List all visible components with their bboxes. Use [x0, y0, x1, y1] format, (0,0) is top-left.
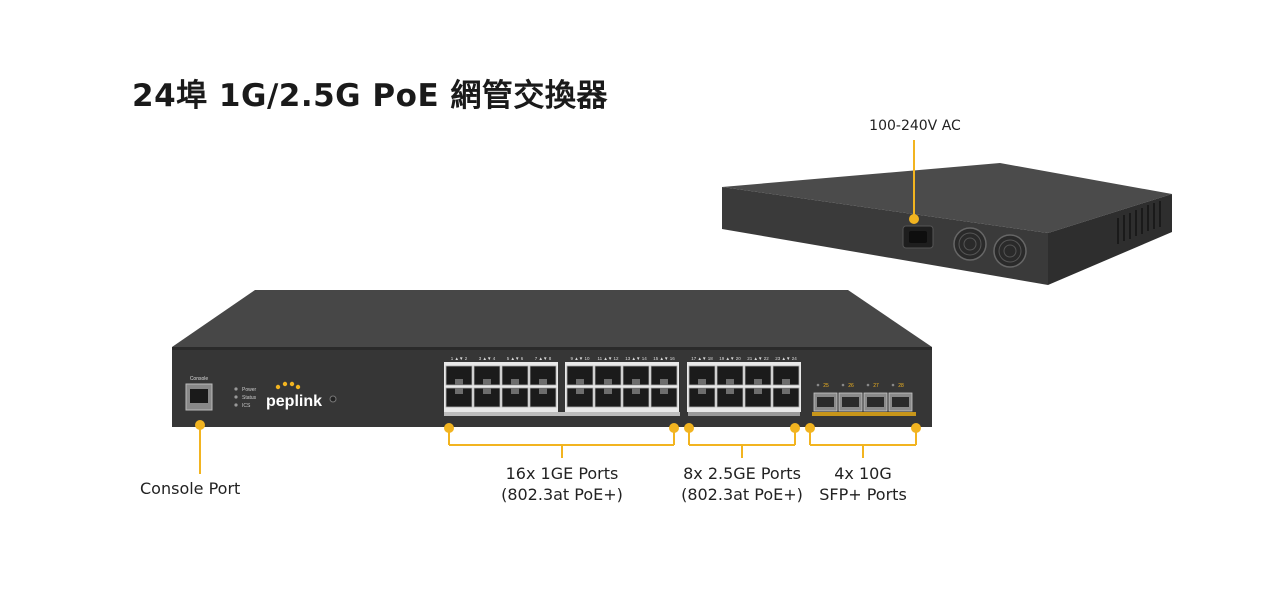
- sfp-number-label: 26: [848, 383, 854, 389]
- reset-button: [329, 395, 337, 403]
- sfp-led: [841, 383, 845, 387]
- status-leds: Power Status ICS: [234, 387, 257, 409]
- port-number-label: 9 ▲▼ 10: [571, 356, 590, 361]
- peplink-logo: peplink: [266, 381, 322, 410]
- sfp-slot: [842, 397, 859, 407]
- ge25-ports-label: 8x 2.5GE Ports (802.3at PoE+): [667, 463, 817, 505]
- rj45-port-tab: [726, 379, 734, 385]
- port-number-label: 13 ▲▼ 14: [625, 356, 647, 361]
- sfp-slot: [892, 397, 909, 407]
- port-strip: [444, 412, 680, 416]
- fan-icon: [993, 234, 1027, 268]
- console-port: [185, 383, 213, 411]
- rj45-port-array: 1 ▲▼ 2 3 ▲▼ 4 5 ▲▼ 6 7 ▲▼ 8 9 ▲▼ 10 11 ▲▼ 12 1…: [444, 356, 801, 412]
- fan-icon: [953, 227, 987, 261]
- sfp-ports-count: 4x 10G: [834, 464, 892, 483]
- sfp-slot: [817, 397, 834, 407]
- rj45-port-tab: [632, 379, 640, 385]
- port-number-label: 3 ▲▼ 4: [479, 356, 496, 361]
- rj45-port-tab: [576, 388, 584, 394]
- sfp-number-label: 28: [898, 383, 904, 389]
- rj45-port-tab: [726, 388, 734, 394]
- sfp-ports-label: 4x 10G SFP+ Ports: [808, 463, 918, 505]
- ge-ports-count: 16x 1GE Ports: [505, 464, 619, 483]
- port-number-label: 21 ▲▼ 22: [747, 356, 769, 361]
- rj45-port-tab: [455, 388, 463, 394]
- rj45-port-tab: [483, 388, 491, 394]
- port-number-label: 17 ▲▼ 18: [691, 356, 713, 361]
- port-number-label: 19 ▲▼ 20: [719, 356, 741, 361]
- led-label: ICS: [242, 403, 251, 409]
- rj45-port-tab: [698, 388, 706, 394]
- rj45-port-tab: [539, 388, 547, 394]
- sfp-led: [816, 383, 820, 387]
- rj45-port-tab: [660, 379, 668, 385]
- console-port-caption: Console: [190, 376, 209, 382]
- rj45-port-tab: [604, 379, 612, 385]
- sfp-number-label: 27: [873, 383, 879, 389]
- port-number-label: 15 ▲▼ 16: [653, 356, 675, 361]
- port-number-label: 1 ▲▼ 2: [451, 356, 468, 361]
- port-number-label: 11 ▲▼ 12: [597, 356, 619, 361]
- rj45-port-tab: [754, 379, 762, 385]
- port-number-label: 7 ▲▼ 8: [535, 356, 552, 361]
- sfp-ports-type: SFP+ Ports: [819, 485, 907, 504]
- brand-text: peplink: [266, 393, 322, 410]
- rj45-port-tab: [539, 379, 547, 385]
- rj45-port-tab: [511, 388, 519, 394]
- rj45-port-tab: [576, 379, 584, 385]
- led-label: Status: [242, 395, 257, 401]
- rj45-port-tab: [604, 388, 612, 394]
- rj45-port-tab: [754, 388, 762, 394]
- rj45-port-tab: [483, 379, 491, 385]
- rj45-port-tab: [782, 388, 790, 394]
- page-title: 24埠 1G/2.5G PoE 網管交換器: [132, 78, 608, 114]
- ge25-ports-poe: (802.3at PoE+): [681, 485, 803, 504]
- sfp-strip: [812, 412, 916, 416]
- ge-ports-poe: (802.3at PoE+): [501, 485, 623, 504]
- rj45-port-tab: [455, 379, 463, 385]
- sfp-led: [866, 383, 870, 387]
- sfp-slot: [867, 397, 884, 407]
- sfp-port-array: 25 26 27 28: [813, 383, 913, 412]
- console-port-label: Console Port: [140, 479, 241, 498]
- rj45-port-tab: [511, 379, 519, 385]
- sfp-led: [891, 383, 895, 387]
- ge25-ports-count: 8x 2.5GE Ports: [683, 464, 801, 483]
- port-number-label: 23 ▲▼ 24: [775, 356, 797, 361]
- power-socket: [902, 225, 934, 249]
- ge-ports-label: 16x 1GE Ports (802.3at PoE+): [482, 463, 642, 505]
- rj45-port-tab: [782, 379, 790, 385]
- sfp-number-label: 25: [823, 383, 829, 389]
- callout-lines: [195, 420, 921, 474]
- vent-grille: [1117, 201, 1161, 244]
- rj45-port-tab: [698, 379, 706, 385]
- power-input-label: 100-240V AC: [869, 118, 961, 134]
- rj45-port-tab: [660, 388, 668, 394]
- rj45-port-tab: [632, 388, 640, 394]
- port-strip: [688, 412, 800, 416]
- led-label: Power: [242, 387, 257, 393]
- port-number-label: 5 ▲▼ 6: [507, 356, 524, 361]
